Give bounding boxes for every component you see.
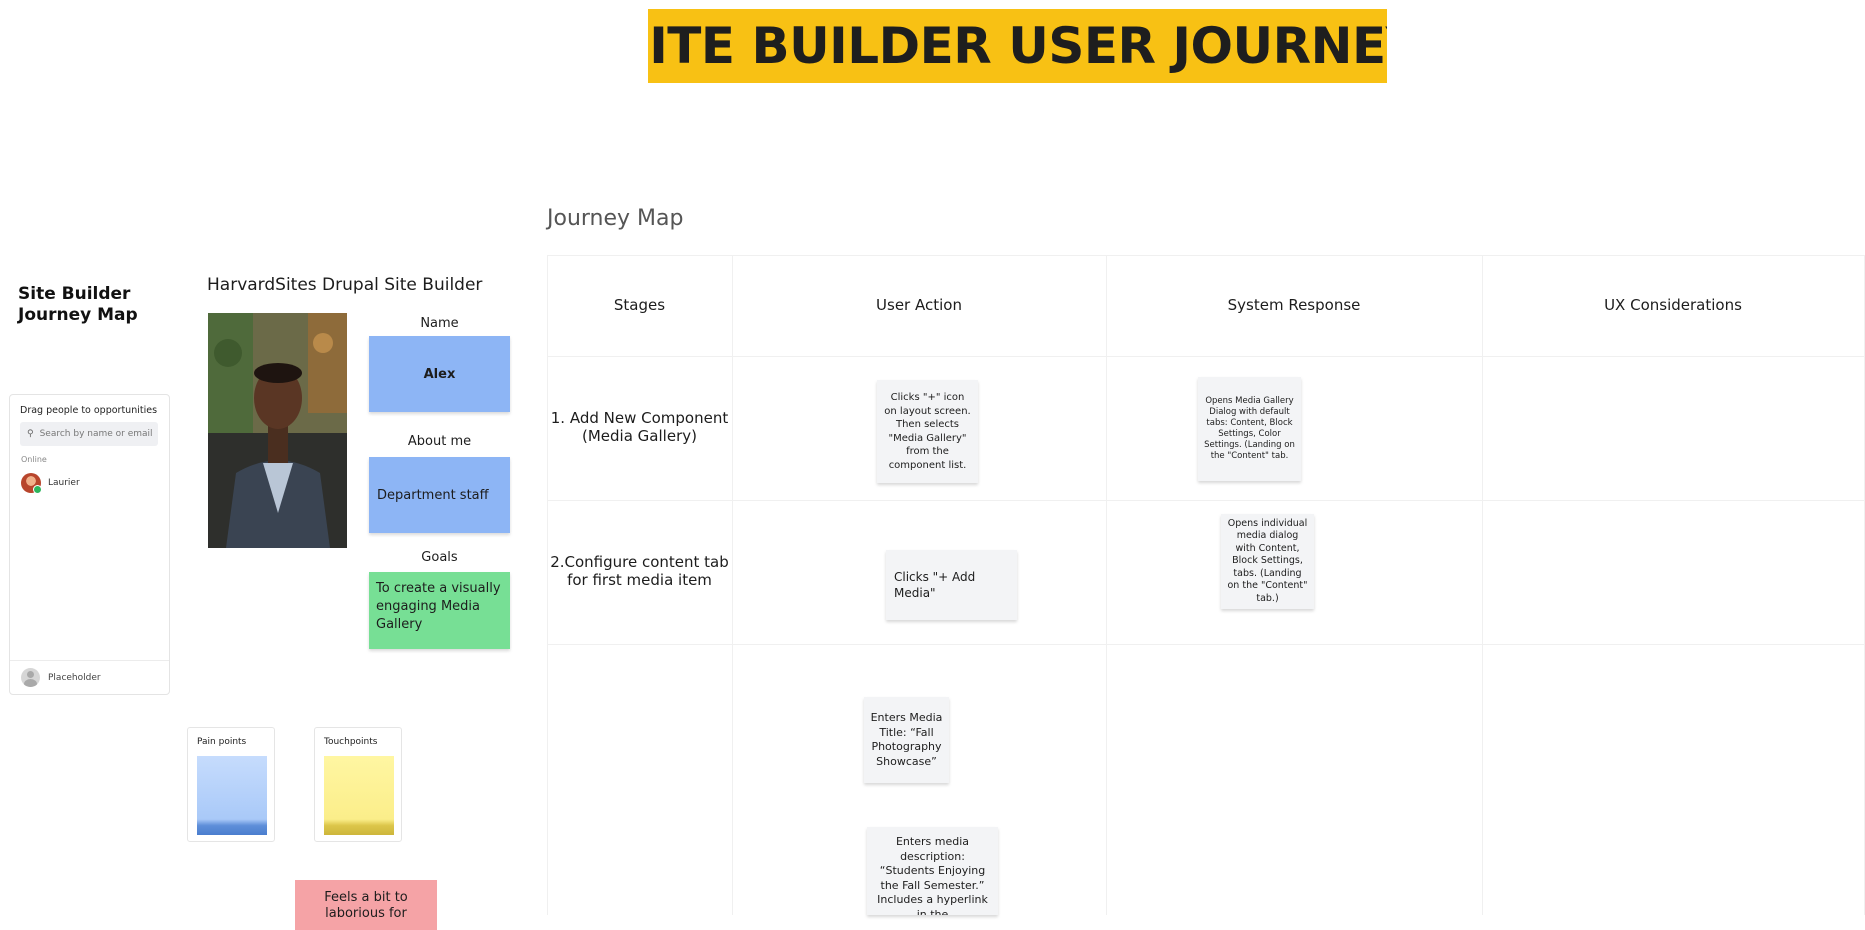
about-label: About me xyxy=(407,434,472,449)
pain-sticky-note[interactable]: Feels a bit to laborious for xyxy=(295,880,437,930)
stage-label: 2.Configure content tab for first media … xyxy=(550,553,729,589)
frame-title: Site Builder Journey Map xyxy=(18,284,138,326)
grid-line xyxy=(547,255,548,915)
grid-line xyxy=(1106,255,1107,915)
avatar xyxy=(21,473,42,494)
grid-line xyxy=(1482,255,1483,915)
grid-line xyxy=(547,356,1865,357)
pain-points-label: Pain points xyxy=(197,737,247,747)
system-response-note[interactable]: Opens Media Gallery Dialog with default … xyxy=(1198,377,1301,481)
column-header-stages: Stages xyxy=(613,296,666,314)
online-status-dot xyxy=(33,485,42,494)
people-search-placeholder: Search by name or email xyxy=(39,429,153,439)
search-icon: ⚲ xyxy=(27,429,34,439)
online-section-label: Online xyxy=(21,455,47,464)
panel-divider xyxy=(10,660,169,661)
placeholder-avatar-icon xyxy=(21,668,40,687)
grid-line xyxy=(547,255,1865,256)
persona-photo[interactable] xyxy=(208,313,347,548)
name-label: Name xyxy=(420,316,459,331)
online-user-name: Laurier xyxy=(48,478,80,488)
touchpoints-card[interactable]: Touchpoints xyxy=(314,727,402,842)
pain-points-card[interactable]: Pain points xyxy=(187,727,275,842)
about-sticky-note[interactable]: Department staff xyxy=(369,457,510,533)
frame-title-line-2: Journey Map xyxy=(18,305,138,325)
persona-title: HarvardSites Drupal Site Builder xyxy=(207,275,483,295)
column-header-user-action: User Action xyxy=(876,296,962,314)
grid-line xyxy=(547,644,1865,645)
frame-title-line-1: Site Builder xyxy=(18,284,131,304)
column-header-ux-considerations: UX Considerations xyxy=(1604,296,1742,314)
people-panel-title: Drag people to opportunities xyxy=(20,405,158,416)
people-panel: Drag people to opportunities ⚲ Search by… xyxy=(9,394,170,695)
blue-sticky-pad[interactable] xyxy=(197,756,267,835)
user-action-note[interactable]: Clicks "+ Add Media" xyxy=(886,550,1017,620)
goals-label: Goals xyxy=(421,550,458,565)
user-action-note[interactable]: Enters Media Title: “Fall Photography Sh… xyxy=(864,697,949,783)
grid-line xyxy=(547,500,1865,501)
user-action-note[interactable]: Clicks "+" icon on layout screen. Then s… xyxy=(877,380,978,483)
persona-photo-illustration xyxy=(208,313,347,548)
people-search-input[interactable]: ⚲ Search by name or email xyxy=(20,422,158,446)
placeholder-user-item[interactable]: Placeholder xyxy=(21,668,101,687)
journey-map-title: Journey Map xyxy=(547,206,684,231)
grid-line xyxy=(732,255,733,915)
page-banner-title: SITE BUILDER USER JOURNEY xyxy=(648,9,1387,83)
touchpoints-label: Touchpoints xyxy=(324,737,378,747)
yellow-sticky-pad[interactable] xyxy=(324,756,394,835)
stage-label: 1. Add New Component (Media Gallery) xyxy=(550,409,729,445)
system-response-note[interactable]: Opens individual media dialog with Conte… xyxy=(1221,514,1314,609)
name-sticky-note[interactable]: Alex xyxy=(369,336,510,412)
goals-sticky-note[interactable]: To create a visually engaging Media Gall… xyxy=(369,572,510,649)
user-action-note[interactable]: Enters media description: “Students Enjo… xyxy=(867,827,998,915)
placeholder-user-name: Placeholder xyxy=(48,672,101,683)
column-header-system-response: System Response xyxy=(1227,296,1361,314)
online-user-item[interactable]: Laurier xyxy=(21,473,80,494)
